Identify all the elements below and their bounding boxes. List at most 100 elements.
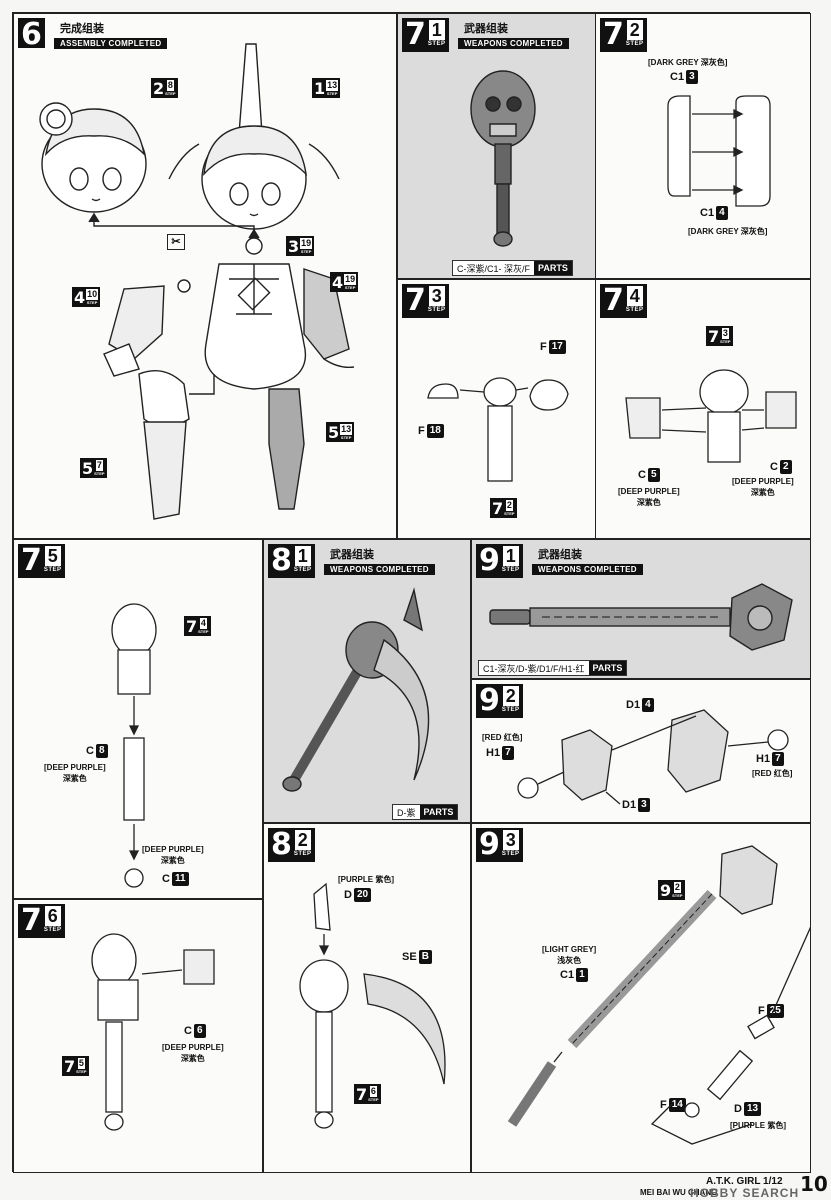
step-label: STEP	[501, 851, 520, 857]
ref-step-label: STEP	[300, 249, 312, 254]
ref-sub-num: 8	[166, 80, 174, 91]
part-num: 5	[647, 468, 660, 482]
color-c1-1: [LIGHT GREY]浅灰色	[542, 944, 596, 966]
step-sub-num: 4	[626, 286, 643, 306]
color-cn: 深紫色	[750, 488, 775, 497]
part-num: 20	[353, 888, 372, 902]
ref-step-label: STEP	[326, 91, 338, 96]
part-code: F	[540, 341, 547, 353]
color-c-5: [DEEP PURPLE]深紫色	[618, 486, 680, 508]
color-cn: 深紫色	[62, 774, 87, 783]
ref-step-label: STEP	[368, 1097, 379, 1102]
part-num: 25	[766, 1004, 784, 1018]
part-code: H1	[756, 753, 771, 765]
mace-face-illustration	[91, 933, 215, 1131]
panel-step-6: 6 完成组装 ASSEMBLY COMPLETED	[13, 13, 397, 539]
skull-face-illustration	[625, 369, 797, 463]
step-number: 7	[405, 17, 426, 52]
step-number: 7	[21, 903, 42, 938]
ref-step-label: STEP	[86, 300, 98, 305]
part-code: C	[184, 1025, 192, 1037]
parts-label: PARTS	[419, 805, 458, 819]
step-number: 7	[603, 17, 624, 52]
part-code: H1	[486, 747, 501, 759]
ref-sub-num: 4	[199, 618, 207, 629]
color-d-20: [PURPLE 紫色]	[338, 875, 394, 884]
part-num: 11	[171, 872, 189, 886]
part-num: 8	[95, 744, 108, 758]
color-d-13: [PURPLE 紫色]	[730, 1121, 786, 1130]
chain-mace-illustration	[489, 583, 793, 651]
parts-list: C1-深灰/D-紫/D1/F/H1-红	[483, 663, 585, 674]
parts-list: D-紫	[397, 807, 416, 818]
ref-step-label: STEP	[720, 339, 731, 344]
ref-sub-num: 7	[95, 460, 103, 471]
ref-sub-num: 5	[77, 1058, 85, 1069]
watermark: HOBBY SEARCH	[690, 1186, 800, 1200]
part-num: 2	[779, 460, 792, 474]
step-number: 7	[603, 283, 624, 318]
step-sub-num: 2	[626, 20, 643, 40]
ref-num: 7	[186, 616, 198, 636]
part-code: C1	[670, 71, 685, 83]
ref-sub-num: 2	[505, 500, 513, 511]
instruction-sheet: 6 完成组装 ASSEMBLY COMPLETED	[12, 12, 811, 1173]
parts-bar-7-1: C-深紫/C1- 深灰/F PARTS	[452, 260, 573, 276]
part-num: 7	[772, 752, 784, 766]
title-cn: 武器组装	[464, 23, 508, 35]
ref-num: 7	[492, 498, 504, 518]
step-label: STEP	[427, 41, 446, 47]
step-number: 6	[21, 17, 42, 52]
part-num: 3	[686, 70, 698, 84]
step-label: STEP	[293, 567, 312, 573]
part-code: SE	[402, 951, 417, 963]
ref-sub-num: 13	[340, 424, 353, 435]
assembly-illustration	[39, 43, 355, 520]
color-h1-7-right: [RED 红色]	[752, 769, 793, 778]
color-c-6: [DEEP PURPLE]深紫色	[162, 1042, 224, 1064]
part-code: D	[734, 1103, 742, 1115]
part-num: 3	[638, 798, 650, 812]
step-sub-num: 3	[502, 830, 519, 850]
ref-num: 9	[660, 880, 672, 900]
ref-num: 4	[332, 272, 344, 292]
step-number: 8	[271, 827, 292, 862]
part-code: C	[638, 469, 646, 481]
step-number: 9	[479, 543, 500, 578]
step-9-1-title: 武器组装 WEAPONS COMPLETED	[532, 546, 643, 575]
